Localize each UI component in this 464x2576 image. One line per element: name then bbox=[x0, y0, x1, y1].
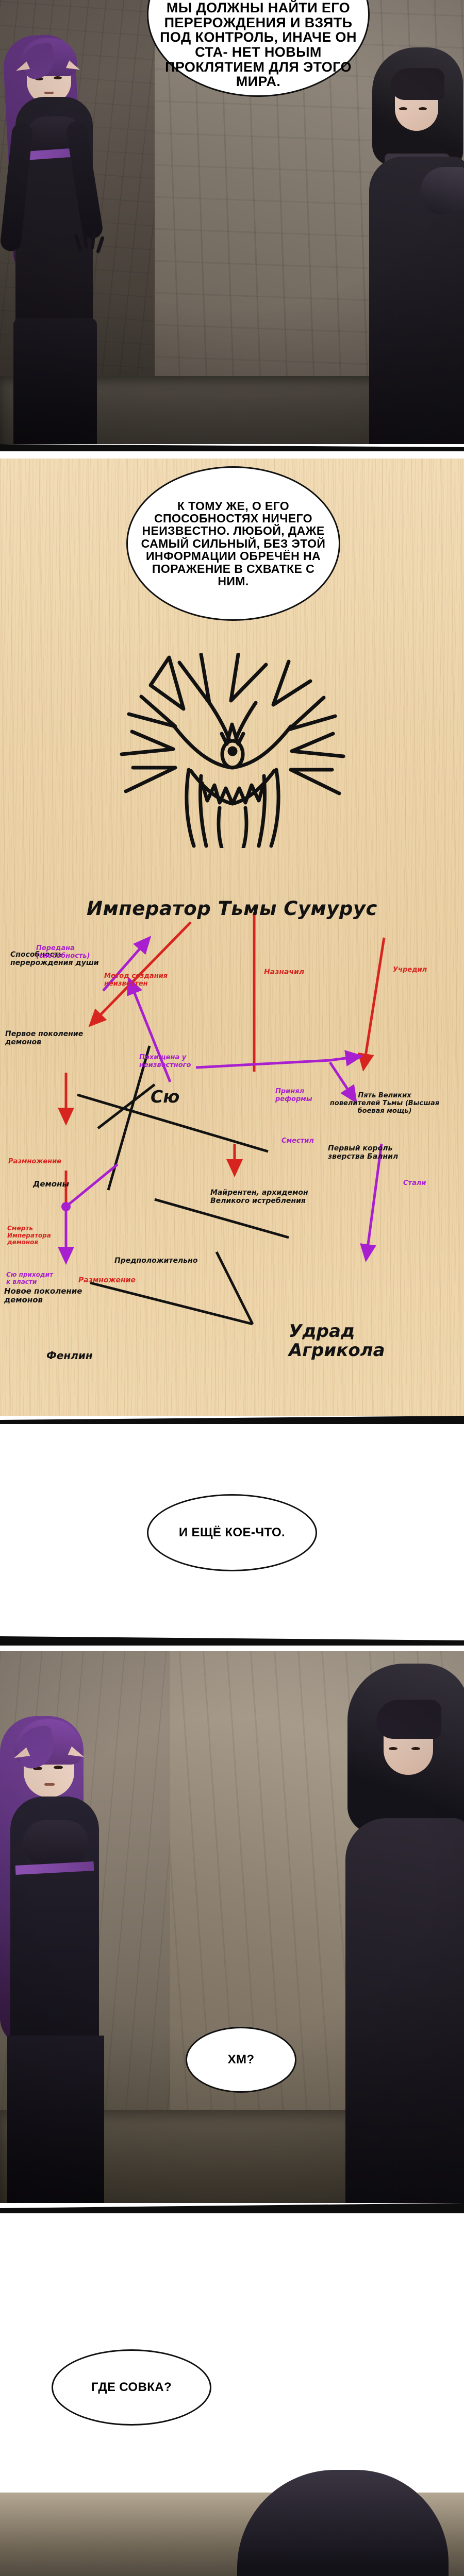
diagram-node-first-king-balnil: Первый король зверства Балнил bbox=[328, 1144, 399, 1161]
diagram-edge-label-creation-method-unknown: Метод создания неизвестен bbox=[104, 972, 168, 988]
diagram-node-demons: Демоны bbox=[33, 1179, 70, 1189]
speech-bubble-5-text: ГДЕ СОВКА? bbox=[91, 2380, 172, 2395]
speech-bubble-4-text: ХМ? bbox=[227, 2053, 255, 2067]
knight-shoulder-pauldron bbox=[421, 167, 464, 214]
diagram-edge-label-deposed: Сместил bbox=[281, 1137, 314, 1145]
diagram-label-presumably: Предположительно bbox=[114, 1257, 198, 1265]
diagram-node-five-great-dark-lords: Пять Великих повелителей Тьмы (Высшая бо… bbox=[329, 1092, 440, 1115]
diagram-node-udrad-agrikola: Удрад Агрикола bbox=[289, 1321, 385, 1361]
character-purple-haired-mage bbox=[0, 30, 123, 453]
diagram-edge-label-appointed: Назначил bbox=[264, 968, 305, 976]
panel-closing bbox=[0, 2221, 464, 2576]
knight-eye-right-closeup bbox=[411, 1747, 420, 1750]
diagram-node-soul-rebirth-ability: Способность перерождения души bbox=[10, 951, 99, 967]
panel-characters-reaction bbox=[0, 1651, 464, 2208]
speech-bubble-3: И ЕЩЁ КОЕ-ЧТО. bbox=[147, 1494, 317, 1571]
dark-demon-head-emblem-icon bbox=[119, 652, 345, 850]
speech-bubble-5: ГДЕ СОВКА? bbox=[52, 2349, 211, 2426]
diagram-node-fenlin: Фенлин bbox=[46, 1349, 93, 1362]
character-dark-knight-back-of-head bbox=[222, 2459, 464, 2576]
diagram-edge-label-reproduction-1: Размножение bbox=[8, 1158, 62, 1165]
speech-bubble-4: ХМ? bbox=[186, 2027, 296, 2093]
speech-bubble-2: К ТОМУ ЖЕ, О ЕГО СПОСОБНОСТЯХ НИЧЕГО НЕИ… bbox=[126, 466, 340, 621]
mage-skirt bbox=[13, 318, 97, 453]
mage-eye-right-closeup bbox=[54, 1766, 63, 1769]
diagram-edge-label-established: Учредил bbox=[393, 966, 427, 974]
knight-eye-left-closeup bbox=[389, 1747, 397, 1750]
diagram-node-mairenten-archdemon: Майрентен, архидемон Великого истреблени… bbox=[210, 1189, 308, 1205]
knight-eye-left bbox=[399, 107, 407, 110]
diagram-title: Император Тьмы Сумурус bbox=[87, 897, 377, 920]
mage-mouth-closeup bbox=[44, 1783, 55, 1786]
diagram-node-first-demon-generation: Первое поколение демонов bbox=[5, 1030, 84, 1046]
character-purple-haired-mage-closeup bbox=[0, 1680, 129, 2208]
speech-bubble-3-text: И ЕЩЁ КОЕ-ЧТО. bbox=[178, 1526, 286, 1540]
diagram-edge-label-syu-comes-to-power: Сю приходит к власти bbox=[6, 1271, 53, 1285]
diagram-edge-label-transferred-ability: Передана (способность) bbox=[36, 944, 90, 960]
knight-coat-closeup bbox=[345, 1818, 464, 2208]
diagram-edge-label-stolen-from-unknown: Похищена у неизвестного bbox=[139, 1054, 191, 1069]
speech-bubble-1-text: МЫ ДОЛЖНЫ НАЙТИ ЕГО ПЕРЕРОЖДЕНИЯ И ВЗЯТЬ… bbox=[160, 0, 357, 90]
knight-hair-bang-closeup bbox=[376, 1700, 441, 1739]
knight-hair-bang bbox=[391, 68, 444, 100]
mage-skirt-closeup bbox=[7, 2036, 104, 2208]
character-dark-knight-closeup bbox=[340, 1664, 464, 2208]
mage-eye-left bbox=[35, 77, 43, 80]
diagram-edge-label-became: Стали bbox=[403, 1179, 426, 1187]
panel-dungeon-corridor: МЫ ДОЛЖНЫ НАЙТИ ЕГО ПЕРЕРОЖДЕНИЯ И ВЗЯТЬ… bbox=[0, 0, 464, 453]
mage-eye-left-closeup bbox=[33, 1767, 42, 1770]
mage-eye-right bbox=[54, 76, 62, 79]
diagram-node-new-demon-generation: Новое поколение демонов bbox=[4, 1286, 82, 1305]
knight-hair-back-view bbox=[237, 2470, 449, 2576]
speech-bubble-1: МЫ ДОЛЖНЫ НАЙТИ ЕГО ПЕРЕРОЖДЕНИЯ И ВЗЯТЬ… bbox=[147, 0, 370, 97]
mage-mouth bbox=[44, 92, 54, 94]
speech-bubble-2-text: К ТОМУ ЖЕ, О ЕГО СПОСОБНОСТЯХ НИЧЕГО НЕИ… bbox=[141, 499, 326, 588]
mage-bodice-closeup bbox=[23, 1820, 89, 1868]
diagram-edge-label-reproduction-2: Размножение bbox=[78, 1276, 136, 1284]
character-dark-knight bbox=[366, 47, 464, 453]
diagram-edge-label-accepted-reforms: Принял реформы bbox=[275, 1088, 312, 1103]
diagram-edge-label-death-of-demon-emperor: Смерть Императора демонов bbox=[7, 1225, 51, 1246]
knight-eye-right bbox=[419, 107, 427, 110]
diagram-node-syu: Сю bbox=[151, 1087, 180, 1107]
panel-vignette-2 bbox=[0, 1651, 464, 2208]
